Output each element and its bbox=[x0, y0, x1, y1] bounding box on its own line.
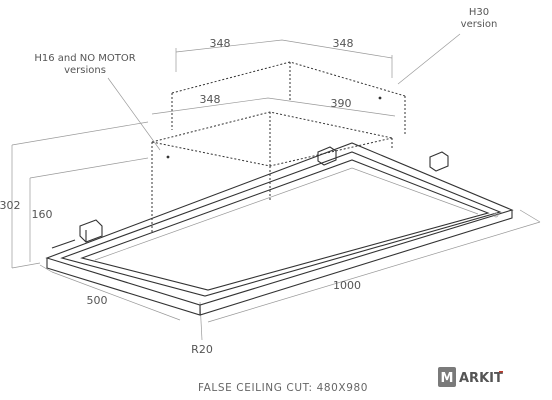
h16-note-line1: H16 and NO MOTOR bbox=[34, 53, 135, 64]
mid-width-right-label: 390 bbox=[331, 97, 352, 110]
depth-label: 500 bbox=[87, 294, 108, 307]
mounting-brackets bbox=[51, 146, 449, 249]
top-width-left-label: 348 bbox=[210, 37, 231, 50]
length-label: 1000 bbox=[333, 279, 361, 292]
h16-note-line2: versions bbox=[64, 65, 106, 76]
height-total-label: 302 bbox=[0, 199, 21, 212]
dimension-lines bbox=[11, 39, 541, 341]
false-ceiling-cut-caption: FALSE CEILING CUT: 480X980 bbox=[198, 382, 368, 394]
hood-body bbox=[45, 142, 514, 316]
logo-accent-mark bbox=[499, 371, 503, 373]
upper-motor-box bbox=[171, 61, 406, 135]
height-body-label: 160 bbox=[32, 208, 53, 221]
logo-badge bbox=[438, 367, 456, 387]
lower-motor-box bbox=[151, 96, 393, 232]
note-leaders bbox=[107, 33, 461, 151]
markit-logo: M ARKIT bbox=[438, 367, 503, 387]
radius-label: R20 bbox=[191, 343, 213, 356]
h30-note-line1: H30 bbox=[469, 7, 489, 18]
h30-note-line2: version bbox=[461, 19, 498, 30]
mid-width-left-label: 348 bbox=[200, 93, 221, 106]
logo-text: ARKIT bbox=[459, 371, 503, 386]
logo-badge-letter: M bbox=[441, 371, 454, 386]
top-width-right-label: 348 bbox=[333, 37, 354, 50]
